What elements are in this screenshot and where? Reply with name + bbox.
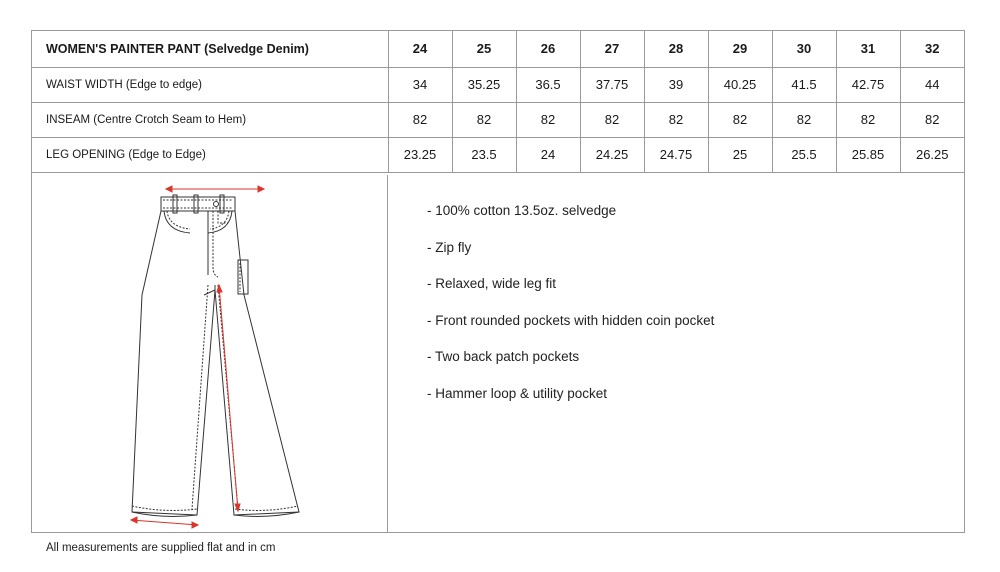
table-cell: 44 bbox=[900, 67, 964, 103]
size-header: 25 bbox=[452, 31, 517, 68]
table-cell: 82 bbox=[580, 102, 645, 138]
table-cell: 35.25 bbox=[452, 67, 517, 103]
table-cell: 23.5 bbox=[452, 137, 517, 173]
size-header: 30 bbox=[772, 31, 837, 68]
row-label: LEG OPENING (Edge to Edge) bbox=[32, 137, 389, 173]
table-cell: 23.25 bbox=[388, 137, 453, 173]
table-cell: 82 bbox=[708, 102, 773, 138]
table-cell: 82 bbox=[452, 102, 517, 138]
feature-item: - Front rounded pockets with hidden coin… bbox=[427, 312, 715, 328]
feature-item: - Zip fly bbox=[427, 239, 472, 255]
table-cell: 41.5 bbox=[772, 67, 837, 103]
table-cell: 82 bbox=[836, 102, 901, 138]
table-header-row: WOMEN'S PAINTER PANT (Selvedge Denim) 24… bbox=[32, 31, 964, 68]
size-header: 27 bbox=[580, 31, 645, 68]
size-header: 26 bbox=[516, 31, 581, 68]
table-cell: 25 bbox=[708, 137, 773, 173]
measurement-footnote: All measurements are supplied flat and i… bbox=[46, 542, 276, 554]
table-row-leg-opening: LEG OPENING (Edge to Edge) 23.25 23.5 24… bbox=[32, 137, 964, 173]
feature-list: - 100% cotton 13.5oz. selvedge - Zip fly… bbox=[427, 203, 714, 422]
details-section: - 100% cotton 13.5oz. selvedge - Zip fly… bbox=[32, 175, 964, 532]
table-cell: 26.25 bbox=[900, 137, 964, 173]
feature-item: - Hammer loop & utility pocket bbox=[427, 385, 608, 401]
row-label: WAIST WIDTH (Edge to edge) bbox=[32, 67, 389, 103]
size-header: 28 bbox=[644, 31, 709, 68]
table-cell: 42.75 bbox=[836, 67, 901, 103]
size-header: 24 bbox=[388, 31, 453, 68]
size-header: 29 bbox=[708, 31, 773, 68]
table-cell: 82 bbox=[388, 102, 453, 138]
size-header: 32 bbox=[900, 31, 964, 68]
table-cell: 40.25 bbox=[708, 67, 773, 103]
table-cell: 24.75 bbox=[644, 137, 709, 173]
feature-item: - Relaxed, wide leg fit bbox=[427, 276, 557, 291]
table-cell: 34 bbox=[388, 67, 453, 103]
table-cell: 82 bbox=[900, 102, 964, 138]
feature-item: - 100% cotton 13.5oz. selvedge bbox=[427, 203, 617, 218]
size-table: WOMEN'S PAINTER PANT (Selvedge Denim) 24… bbox=[32, 31, 964, 173]
feature-item: - Two back patch pockets bbox=[427, 349, 580, 364]
table-cell: 25.5 bbox=[772, 137, 837, 173]
table-cell: 82 bbox=[644, 102, 709, 138]
table-cell: 39 bbox=[644, 67, 709, 103]
table-cell: 82 bbox=[772, 102, 837, 138]
table-cell: 36.5 bbox=[516, 67, 581, 103]
table-title: WOMEN'S PAINTER PANT (Selvedge Denim) bbox=[32, 31, 389, 68]
table-cell: 24.25 bbox=[580, 137, 645, 173]
table-row-inseam: INSEAM (Centre Crotch Seam to Hem) 82 82… bbox=[32, 102, 964, 138]
size-header: 31 bbox=[836, 31, 901, 68]
table-cell: 82 bbox=[516, 102, 581, 138]
row-label: INSEAM (Centre Crotch Seam to Hem) bbox=[32, 102, 389, 138]
table-cell: 25.85 bbox=[836, 137, 901, 173]
table-cell: 37.75 bbox=[580, 67, 645, 103]
pant-sketch-icon bbox=[129, 185, 300, 529]
table-row-waist-width: WAIST WIDTH (Edge to edge) 34 35.25 36.5… bbox=[32, 67, 964, 103]
size-chart-sheet: WOMEN'S PAINTER PANT (Selvedge Denim) 24… bbox=[31, 30, 965, 533]
table-cell: 24 bbox=[516, 137, 581, 173]
pant-technical-drawing bbox=[32, 175, 388, 532]
